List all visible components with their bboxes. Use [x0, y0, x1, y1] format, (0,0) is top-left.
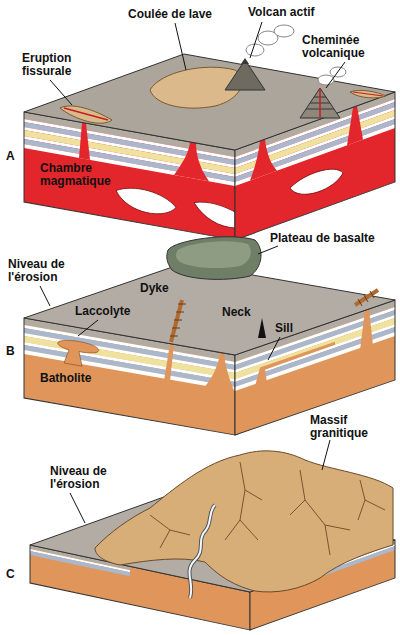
annotation-label: B — [6, 345, 15, 358]
annotation-label: Batholite — [40, 372, 91, 385]
annotation-label: Plateau de basalte — [270, 232, 375, 245]
annotation-label: C — [6, 568, 15, 581]
annotation-label: Niveau de l'érosion — [50, 465, 122, 491]
annotation-label: Volcan actif — [248, 6, 314, 19]
block-b — [24, 237, 400, 439]
annotation-label: Dyke — [140, 282, 169, 295]
annotation-label: Chambre magmatique — [40, 162, 122, 188]
annotation-label: Sill — [275, 322, 293, 335]
block-a — [24, 22, 400, 243]
annotation-label: Neck — [222, 306, 251, 319]
annotation-label: Cheminée volcanique — [302, 34, 382, 60]
annotation-label: Eruption fissurale — [22, 52, 94, 78]
annotation-label: Massif granitique — [310, 414, 382, 440]
annotation-label: Coulée de lave — [128, 8, 212, 21]
annotation-label: A — [6, 150, 15, 163]
annotation-label: Laccolyte — [75, 305, 130, 318]
block-c — [30, 440, 395, 630]
annotation-label: Niveau de l'érosion — [8, 258, 80, 284]
